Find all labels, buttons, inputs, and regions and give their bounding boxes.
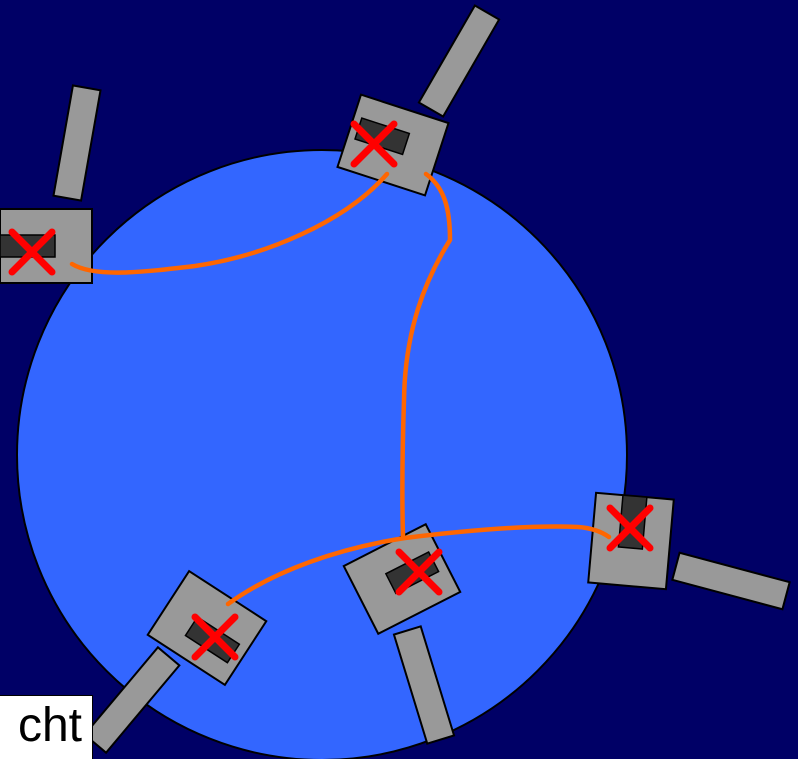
link-top-left-to-top xyxy=(69,171,390,275)
node-top xyxy=(336,4,501,197)
coverage-circle xyxy=(16,149,628,759)
link-bottom-left-to-right xyxy=(225,524,612,607)
node-right xyxy=(587,491,791,611)
node-top-left xyxy=(0,84,102,284)
caption-box: cht xyxy=(0,695,93,759)
link-top-to-bottom xyxy=(400,171,453,541)
node-antenna xyxy=(83,645,181,755)
node-antenna xyxy=(52,84,102,202)
node-bottom xyxy=(342,522,462,745)
red-x-icon xyxy=(350,120,398,168)
caption-text: cht xyxy=(17,699,82,752)
red-x-icon xyxy=(8,228,56,276)
red-x-icon xyxy=(606,504,654,552)
node-antenna xyxy=(417,4,501,118)
red-x-icon xyxy=(191,613,239,661)
node-antenna xyxy=(392,625,456,745)
node-bottom-left xyxy=(83,569,268,755)
red-x-icon xyxy=(395,548,443,596)
links xyxy=(69,171,612,607)
node-antenna xyxy=(671,551,791,611)
